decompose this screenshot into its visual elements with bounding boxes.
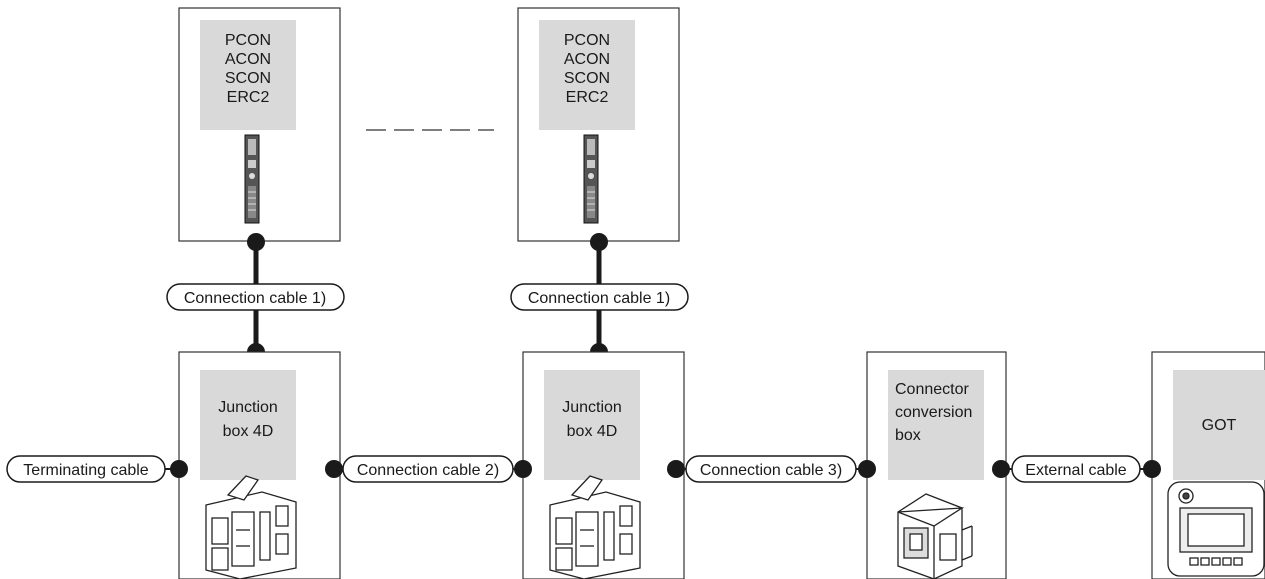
junction-2-label-1: Junction (562, 399, 622, 416)
controller-2-label-4: ERC2 (566, 89, 609, 106)
junction-2-label-2: box 4D (567, 423, 618, 440)
connector-conversion-box: Connector conversion box (866, 351, 1007, 579)
connector-dot (667, 460, 685, 478)
controller-1-label-3: SCON (225, 70, 271, 87)
connection-cable-3-label: Connection cable 3) (685, 455, 857, 483)
controller-1-label-2: ACON (225, 51, 271, 68)
junction-box-2: Junction box 4D (522, 351, 685, 579)
junction-box-icon (549, 475, 641, 579)
connection-cable-2-label: Connection cable 2) (342, 455, 514, 483)
connection-cable-1-left-label: Connection cable 1) (166, 283, 345, 311)
controller-2-label-1: PCON (564, 32, 610, 49)
controller-2-label-2: ACON (564, 51, 610, 68)
connection-cable-1-right-label: Connection cable 1) (510, 283, 689, 311)
converter-label-3: box (895, 427, 921, 444)
got-unit: GOT (1151, 351, 1265, 579)
converter-label-1: Connector (895, 381, 969, 398)
svg-text:External cable: External cable (1025, 462, 1126, 479)
controller-unit-2: PCON ACON SCON ERC2 (517, 7, 680, 242)
got-label: GOT (1202, 417, 1237, 434)
terminating-cable-label: Terminating cable (6, 455, 166, 483)
external-cable-label: External cable (1011, 455, 1141, 483)
got-terminal-icon (1167, 481, 1265, 577)
controller-unit-1: PCON ACON SCON ERC2 (178, 7, 341, 242)
svg-text:Connection cable 2): Connection cable 2) (357, 462, 499, 479)
connector-dot (590, 233, 608, 251)
svg-text:Connection cable 1): Connection cable 1) (184, 290, 326, 307)
connector-dot (1143, 460, 1161, 478)
controller-1-label-4: ERC2 (227, 89, 270, 106)
connector-dot (247, 233, 265, 251)
svg-text:Connection cable 3): Connection cable 3) (700, 462, 842, 479)
connector-dot (992, 460, 1010, 478)
controller-device-icon (583, 134, 599, 224)
svg-text:Connection cable 1): Connection cable 1) (528, 290, 670, 307)
junction-1-label-2: box 4D (223, 423, 274, 440)
controller-1-label-1: PCON (225, 32, 271, 49)
controller-device-icon (244, 134, 260, 224)
connector-dot (514, 460, 532, 478)
connector-dot (858, 460, 876, 478)
converter-label-2: conversion (895, 404, 972, 421)
connector-dot (170, 460, 188, 478)
junction-box-1: Junction box 4D (178, 351, 341, 579)
svg-text:Terminating cable: Terminating cable (23, 462, 149, 479)
controller-2-label-3: SCON (564, 70, 610, 87)
junction-1-label-1: Junction (218, 399, 278, 416)
connector-conversion-box-icon (897, 493, 973, 579)
junction-box-icon (205, 475, 297, 579)
connector-dot (325, 460, 343, 478)
